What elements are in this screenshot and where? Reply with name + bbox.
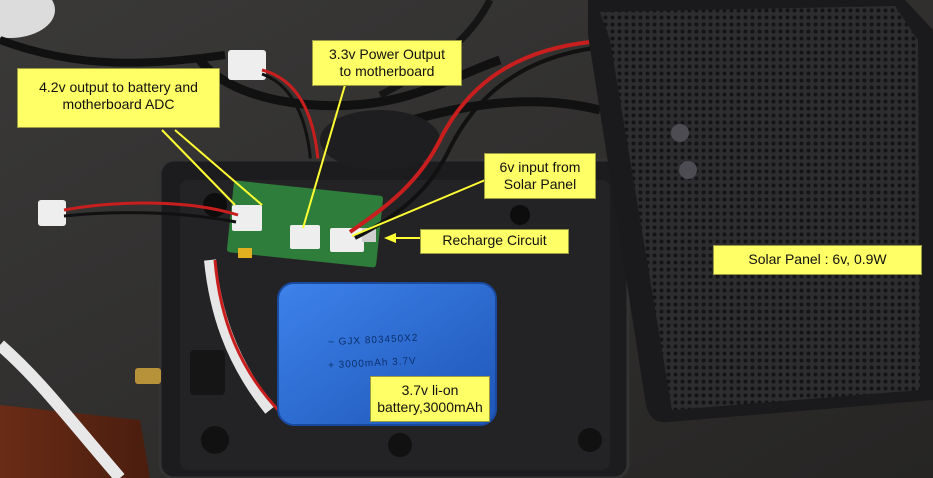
solar-panel (588, 0, 933, 423)
callout-recharge: Recharge Circuit (420, 229, 569, 254)
pcb-connector-2 (290, 225, 320, 249)
callout-solar-input: 6v input from Solar Panel (484, 153, 596, 199)
callout-power-output: 3.3v Power Output to motherboard (312, 40, 462, 86)
pcb-connector-3 (330, 228, 364, 252)
callout-battery-output: 4.2v output to battery and motherboard A… (17, 68, 220, 128)
connector-left (38, 200, 66, 226)
connector-top (228, 50, 266, 80)
white-cable (0, 340, 125, 478)
callout-battery: 3.7v li-on battery,3000mAh (370, 376, 490, 422)
wood-surface (0, 405, 150, 478)
callout-solar-panel: Solar Panel : 6v, 0.9W (713, 245, 922, 275)
pcb-connector-1 (232, 205, 262, 231)
white-object (0, 0, 55, 38)
